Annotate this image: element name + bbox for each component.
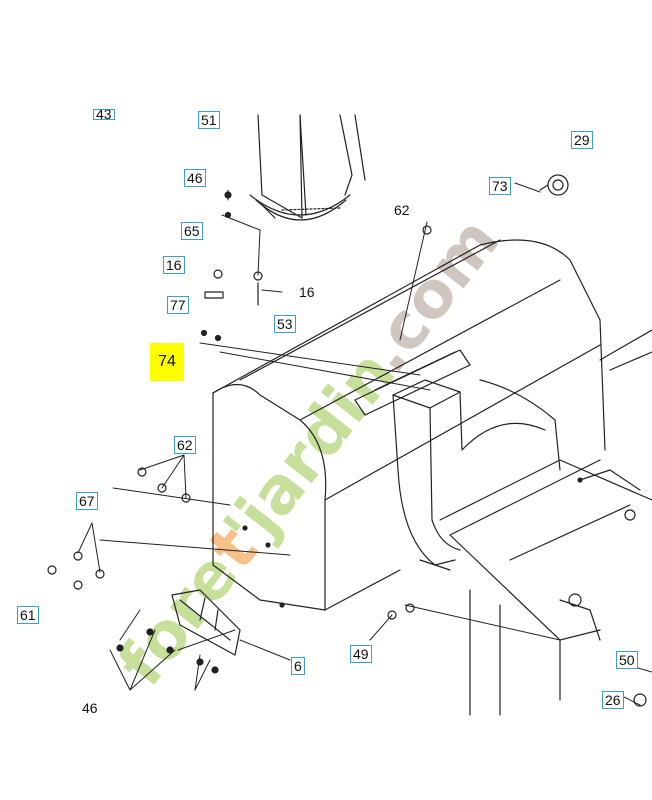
callout-62-mid: 62: [174, 436, 196, 454]
callout-29: 29: [571, 131, 593, 149]
sprocket-part: [539, 174, 569, 196]
auger-housing: [212, 239, 606, 611]
discharge-chute: [392, 379, 561, 571]
callout-73: 73: [489, 177, 511, 195]
callout-46-bottom: 46: [82, 700, 98, 716]
chute-top-part: [249, 114, 366, 221]
hardware-bits: [47, 191, 647, 707]
callout-65: 65: [181, 222, 203, 240]
callout-16-right: 16: [299, 284, 315, 300]
bracket-part: [171, 589, 241, 656]
callout-49: 49: [350, 645, 372, 663]
callout-50: 50: [616, 651, 638, 669]
leader-lines: [77, 182, 652, 706]
callout-6: 6: [291, 657, 305, 675]
callout-43: 43: [93, 109, 115, 120]
callout-67: 67: [76, 492, 98, 510]
callout-53: 53: [274, 315, 296, 333]
callout-74-highlighted: 74: [150, 343, 184, 381]
callout-51: 51: [198, 111, 220, 129]
callout-61: 61: [17, 606, 39, 624]
callout-46-top: 46: [184, 169, 206, 187]
callout-77: 77: [167, 296, 189, 314]
callout-16-left: 16: [163, 256, 185, 274]
callout-26: 26: [602, 691, 624, 709]
callout-62-top: 62: [394, 202, 410, 218]
